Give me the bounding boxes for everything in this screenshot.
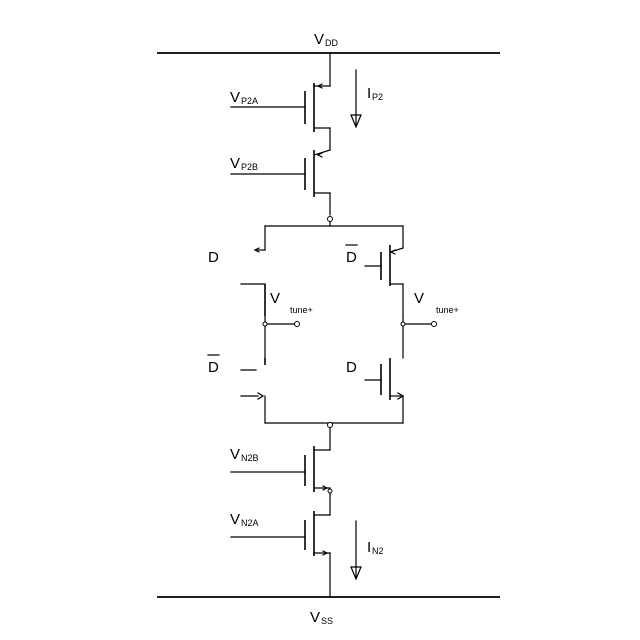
node-right-mid [400, 321, 406, 327]
ip2-label: I [367, 85, 371, 102]
dbar-bottom-left-label: D [208, 359, 219, 376]
d-top-left-label: D [208, 249, 219, 266]
in2-label-sub: N2 [372, 546, 384, 556]
in2-label: I [367, 539, 371, 556]
switch-right-top [364, 225, 404, 317]
d-bottom-right-label: D [346, 359, 357, 376]
vss-label-sub: SS [321, 616, 333, 626]
switch-left-bottom [240, 358, 266, 424]
vp2b-label-sub: P2B [241, 162, 258, 172]
vp2a-label-sub: P2A [241, 96, 258, 106]
nmos-n2b [230, 446, 331, 492]
vtune-left-label-sub: tune+ [290, 305, 313, 315]
vn2b-label: V [230, 446, 240, 463]
ip2-current-arrow [350, 69, 362, 129]
vss-label: V [310, 609, 320, 626]
vn2a-label: V [230, 511, 240, 528]
vp2b-label: V [230, 155, 240, 172]
switch-right-bottom [364, 358, 405, 424]
vdd-label-sub: DD [325, 38, 338, 48]
nmos-n2a [230, 511, 331, 556]
pmos-p2a [230, 52, 331, 132]
switch-left-top [240, 225, 266, 316]
pmos-p2b [230, 149, 331, 197]
vn2b-label-sub: N2B [241, 453, 259, 463]
vtune-right-label-sub: tune+ [436, 305, 459, 315]
vn2a-label-sub: N2A [241, 518, 259, 528]
vtune-left-terminal [294, 321, 300, 327]
vtune-right-terminal [431, 321, 437, 327]
ip2-label-sub: P2 [372, 92, 383, 102]
vtune-left-label: V [270, 290, 280, 307]
in2-current-arrow [350, 520, 362, 581]
dbar-top-right-label: D [346, 249, 357, 266]
node-left-mid [262, 321, 268, 327]
vdd-label: V [314, 31, 324, 48]
vtune-right-label: V [414, 290, 424, 307]
vp2a-label: V [230, 89, 240, 106]
top-node [327, 216, 333, 222]
bottom-node [327, 422, 333, 428]
